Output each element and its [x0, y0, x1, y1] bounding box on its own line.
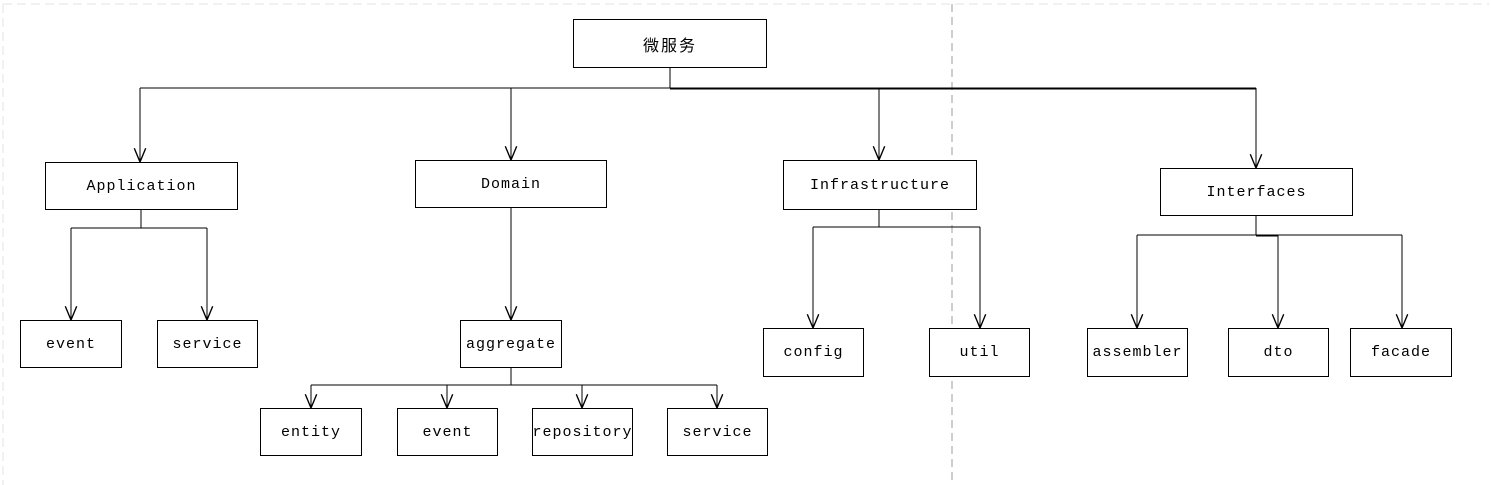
node-entity[interactable]: entity: [260, 408, 362, 456]
connector-infrastructure-bus: [813, 210, 980, 228]
node-application-label: Application: [86, 177, 197, 195]
node-dto-label: dto: [1263, 344, 1294, 361]
node-application-service-label: service: [172, 335, 243, 353]
node-assembler-label: assembler: [1092, 344, 1183, 361]
node-config[interactable]: config: [763, 328, 864, 377]
node-util-label: util: [959, 344, 1000, 361]
node-repository[interactable]: repository: [532, 408, 633, 456]
node-aggregate-service-label: service: [682, 423, 753, 441]
node-aggregate-service[interactable]: service: [667, 408, 768, 456]
node-infrastructure[interactable]: Infrastructure: [783, 160, 977, 210]
connector-root-bus: [140, 68, 1256, 89]
node-util[interactable]: util: [929, 328, 1030, 377]
node-dto[interactable]: dto: [1228, 328, 1329, 377]
node-application-service[interactable]: service: [157, 320, 258, 368]
node-domain-label: Domain: [480, 175, 541, 193]
node-aggregate-event[interactable]: event: [397, 408, 498, 456]
connector-aggregate-bus: [311, 368, 717, 386]
node-aggregate-event-label: event: [422, 423, 473, 441]
node-config-label: config: [783, 344, 844, 361]
node-assembler[interactable]: assembler: [1087, 328, 1188, 377]
node-facade-label: facade: [1370, 344, 1431, 361]
node-root[interactable]: 微服务: [573, 19, 767, 68]
node-aggregate-label: aggregate: [465, 335, 556, 353]
connector-interfaces-bus: [1137, 216, 1402, 236]
node-application-event[interactable]: event: [20, 320, 122, 368]
node-interfaces-label: Interfaces: [1206, 183, 1307, 201]
node-application-event-label: event: [45, 335, 96, 353]
node-domain[interactable]: Domain: [415, 160, 607, 208]
node-application[interactable]: Application: [45, 162, 238, 210]
node-interfaces[interactable]: Interfaces: [1160, 168, 1353, 216]
node-aggregate[interactable]: aggregate: [460, 320, 562, 368]
node-infrastructure-label: Infrastructure: [809, 176, 951, 194]
node-facade[interactable]: facade: [1350, 328, 1452, 377]
connector-application-bus: [71, 210, 207, 229]
node-root-label: 微服务: [642, 37, 697, 56]
node-entity-label: entity: [280, 423, 341, 441]
node-repository-label: repository: [532, 423, 633, 441]
